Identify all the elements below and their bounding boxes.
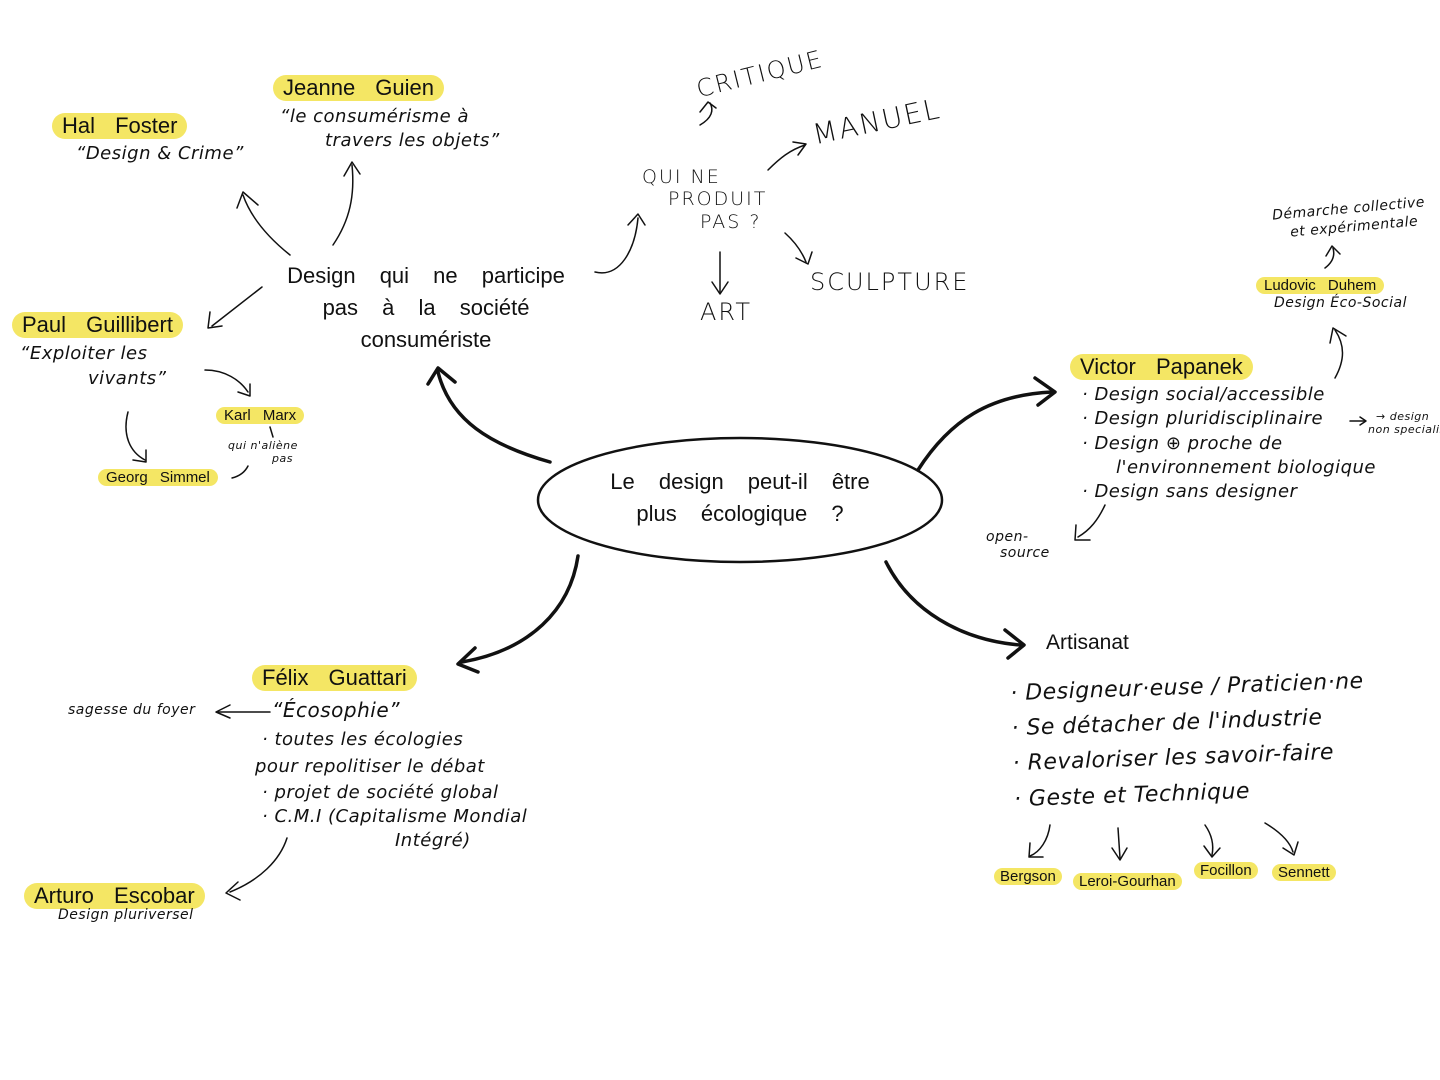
side-note-2: non specialisé <box>1368 423 1440 436</box>
central-question: Le design peut-il être plus écologique ? <box>540 466 940 530</box>
guattari-line: · projet de société global <box>262 782 499 803</box>
art-label: ART <box>700 298 753 326</box>
guattari-line: Intégré) <box>395 830 471 851</box>
arrow-to-artisanat <box>884 560 1022 647</box>
paul-guillibert-note-2: vivants” <box>88 368 167 389</box>
artisanat-bullets: · Designeur·euse / Praticien·ne · Se dét… <box>1010 664 1368 817</box>
title-line: consumériste <box>360 326 492 352</box>
title-line: Design qui ne participe <box>287 263 565 288</box>
arrow-to-papanek <box>916 390 1054 472</box>
open-source-1: open- <box>986 529 1029 545</box>
sennett-label: Sennett <box>1272 864 1336 881</box>
georg-simmel-label: Georg Simmel <box>98 469 218 486</box>
arrow-head <box>1033 376 1057 407</box>
bullet: · Design ⊕ proche de <box>1082 432 1283 454</box>
main-arrows <box>426 366 1057 674</box>
focillon-label: Focillon <box>1194 862 1258 879</box>
bullet: · Design pluridisciplinaire <box>1082 408 1324 430</box>
victor-papanek-label: Victor Papanek <box>1070 354 1253 380</box>
jeanne-guien-note-2: travers les objets” <box>325 130 500 151</box>
paul-guillibert-note-1: “Exploiter les <box>20 343 148 364</box>
arrow-head <box>1003 628 1026 660</box>
guattari-line: · C.M.I (Capitalisme Mondial <box>262 806 528 827</box>
bullet: · Design social/accessible <box>1082 384 1325 405</box>
question-line-1: QUI NE <box>642 166 721 188</box>
bergson-label: Bergson <box>994 868 1062 885</box>
central-ellipse <box>536 436 944 564</box>
arturo-escobar-note: Design pluriversel <box>58 907 194 923</box>
karl-marx-note-2: pas <box>272 452 293 465</box>
bullet: · Design sans designer <box>1082 481 1298 503</box>
ludovic-duhem-label: Ludovic Duhem <box>1256 277 1385 294</box>
arturo-escobar-label: Arturo Escobar <box>24 883 205 909</box>
side-note-1: → design <box>1376 410 1430 423</box>
leroi-gourhan-label: Leroi-Gourhan <box>1073 873 1182 890</box>
felix-guattari-label: Félix Guattari <box>252 665 417 691</box>
question-line-2: PRODUIT <box>668 188 768 210</box>
bullet: l'environnement biologique <box>1116 456 1376 478</box>
guattari-line: · toutes les écologies <box>262 729 464 750</box>
guattari-line: pour repolitiser le débat <box>255 756 485 777</box>
ludovic-duhem-note: Design Éco-Social <box>1274 295 1407 311</box>
arrow-head <box>426 366 457 386</box>
arrow-to-guattari <box>460 554 580 664</box>
thin-arrows <box>125 101 1367 901</box>
central-line-1: Le design peut-il être <box>610 469 870 494</box>
hal-foster-note: “Design & Crime” <box>76 143 244 164</box>
papanek-bullets: · Design social/accessible · Design plur… <box>1082 383 1376 504</box>
arrow-to-consumerist <box>436 370 552 464</box>
title-line: pas à la société <box>322 294 530 320</box>
artisanat-label: Artisanat <box>1046 631 1129 654</box>
consumerist-branch-title: Design qui ne participe pas à la société… <box>270 260 582 356</box>
guattari-line: “Écosophie” <box>272 698 400 722</box>
sagesse-du-foyer: sagesse du foyer <box>68 702 196 718</box>
jeanne-guien-note-1: “le consumérisme à <box>280 106 469 127</box>
arrow-head <box>456 646 480 674</box>
sculpture-label: SCULPTURE <box>810 268 970 296</box>
central-line-2: plus écologique ? <box>636 500 844 526</box>
question-line-3: PAS ? <box>700 211 762 233</box>
karl-marx-label: Karl Marx <box>216 407 305 424</box>
paul-guillibert-label: Paul Guillibert <box>12 312 183 338</box>
open-source-2: source <box>1000 545 1050 561</box>
jeanne-guien-label: Jeanne Guien <box>273 75 444 101</box>
karl-marx-note-1: qui n'aliène <box>228 439 298 452</box>
hal-foster-label: Hal Foster <box>52 113 188 139</box>
